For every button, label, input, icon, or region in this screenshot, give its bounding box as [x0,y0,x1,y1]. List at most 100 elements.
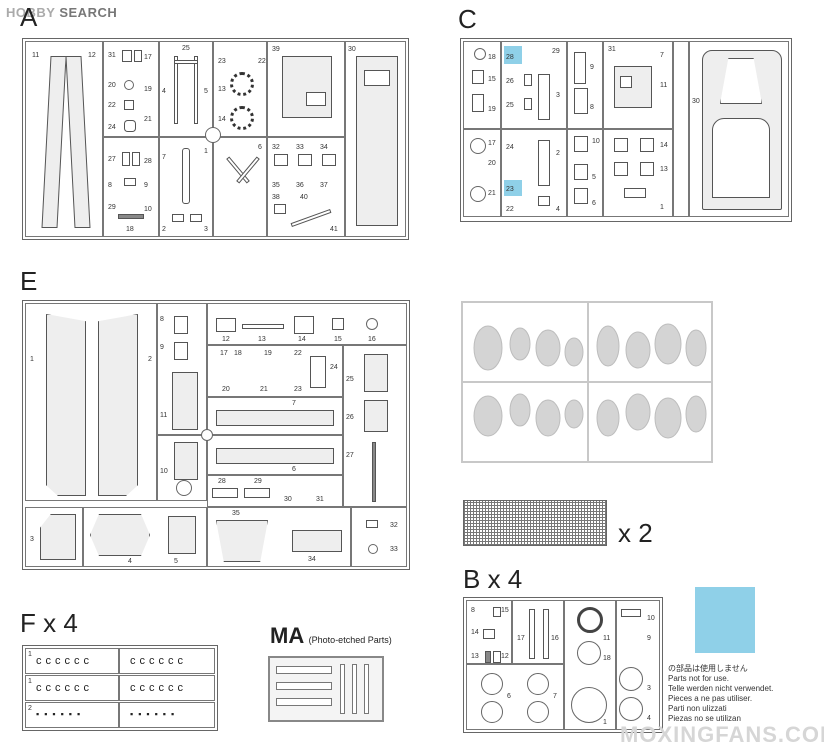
sprue-a-cell-mid-1: 25 4 5 [159,41,213,137]
road-wheel-part [577,641,601,665]
part-num: 30 [284,496,292,503]
sprue-e-cell-1-2: 1 2 [25,303,157,501]
track-link-row: cccccc [130,655,187,667]
part-num: 28 [506,54,514,61]
part-num: 31 [316,496,324,503]
part-num: 8 [108,182,112,189]
sprue-b-cell-wheels-small: 6 7 [466,664,564,730]
sprue-c-cell-12-1: 14 13 1 [603,129,673,217]
part-num: 3 [556,92,560,99]
sprue-a-cell-wheels: 23 22 13 14 [213,41,267,137]
small-part [493,607,501,617]
part-num: 4 [128,558,132,565]
plate-part [40,514,76,560]
sprue-c-cell-mid-bottom: 24 23 22 2 4 [501,129,567,217]
small-part [124,100,134,110]
part-num: 31 [108,52,116,59]
part-num: 27 [108,156,116,163]
small-part [174,316,188,334]
part-num: 4 [162,88,166,95]
part-num: 5 [204,88,208,95]
brand-logo: HOBBY SEARCH [6,5,117,20]
part-num: 19 [488,106,496,113]
track-part [182,148,190,204]
note-fr: Pieces a ne pas utiliser. [668,694,753,703]
sprue-f-label: F x 4 [20,608,78,638]
part-num: 28 [144,158,152,165]
brand-logo-word2: SEARCH [59,5,118,20]
part-num: 12 [222,336,230,343]
part-num: 10 [160,468,168,475]
axle-part [174,60,198,64]
track-link-row: cccccc [36,655,93,667]
part-num: 13 [471,653,479,660]
part-num: 22 [258,58,266,65]
note-es: Piezas no se utilizan [668,714,741,723]
etched-part [276,666,332,674]
part-num: 18 [488,54,496,61]
part-num: 15 [501,607,509,614]
small-part [574,136,588,152]
sprue-b-cell-right: 10 9 3 4 [616,600,660,730]
part-num: 5 [174,558,178,565]
sprue-a-cell-arm: 6 [213,137,267,237]
part-num: 19 [144,86,152,93]
small-part [574,164,588,180]
small-part [244,488,270,498]
track-link-row: cccccc [36,682,93,694]
sprue-b-cell-left: 8 15 14 13 12 [466,600,512,664]
part-num: 9 [144,182,148,189]
small-part [493,651,501,663]
part-num: 17 [144,54,152,61]
part-num: 39 [272,46,280,53]
note-de: Telle werden nicht verwendet. [668,684,774,693]
note-jp: の部品は使用しません [668,664,748,673]
part-num: 7 [292,400,296,407]
small-part [274,154,288,166]
wheel-part [470,186,486,202]
part-num: 13 [218,86,226,93]
brand-logo-word1: HOBBY [6,5,56,20]
sprue-a-cell-32-41: 32 33 34 35 36 37 38 40 41 [267,137,345,237]
part-num: 11 [660,82,668,89]
arm-part [543,609,549,659]
hatch-part [172,372,198,430]
part-num: 10 [647,615,655,622]
small-part [640,138,654,152]
small-part [483,629,495,639]
part-num: 1 [28,651,32,658]
part-num: 1 [30,356,34,363]
part-num: 17 [517,635,525,642]
part-num: 22 [108,102,116,109]
plate-part [216,410,334,426]
small-part [538,196,550,206]
barrel-part [242,324,284,329]
sprue-f-frame: 1 cccccc cccccc 1 cccccc cccccc 2 ▪▪▪▪▪▪… [22,645,218,731]
hull-side-part [98,314,138,496]
sprue-b-frame: 8 15 14 13 12 17 16 6 7 11 18 1 10 9 3 [463,597,663,733]
sprue-a-cell-small-1: 31 17 20 19 22 21 24 [103,41,159,137]
part-num: 19 [264,350,272,357]
part-num: 29 [552,48,560,55]
small-part [621,609,641,617]
figure-sprue-image [458,298,716,466]
plate-part [574,52,586,84]
small-part [122,152,130,166]
etched-part [340,664,345,714]
sprue-e-cell-7: 7 [207,397,343,435]
part-num: 6 [507,693,511,700]
small-part [485,651,491,663]
road-wheel-part [527,701,549,723]
part-num: 3 [30,536,34,543]
sprue-e-cell-3: 3 [25,507,83,567]
part-num: 41 [330,226,338,233]
sprue-a-cell-39: 39 [267,41,345,137]
hull-part [282,56,332,118]
sprue-e-cell-17-24: 17 18 19 22 20 21 23 24 [207,345,343,397]
etched-part [352,664,357,714]
sprue-a-cell-mid-2: 7 1 2 3 [159,137,213,237]
part-num: 6 [258,144,262,151]
part-num: 1 [204,148,208,155]
small-part [122,50,132,62]
mesh-screen [463,500,607,546]
